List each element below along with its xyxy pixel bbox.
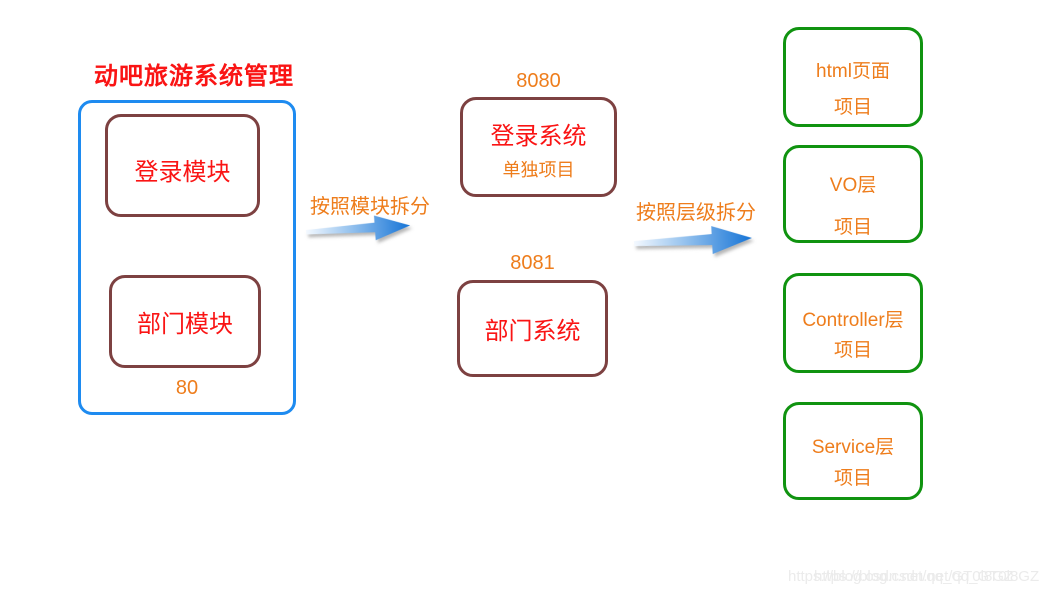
layer-box-html: html页面 项目 — [783, 27, 923, 127]
module-box-login: 登录模块 — [105, 114, 260, 217]
layer-vo-line1: VO层 — [829, 174, 877, 196]
right-arrow-icon — [305, 215, 411, 241]
layer-controller-line2: 项目 — [833, 339, 872, 361]
layer-box-service: Service层 项目 — [783, 402, 923, 500]
layer-service-line1: Service层 — [811, 437, 895, 458]
split-by-layer-label: 按照层级拆分 — [636, 202, 756, 224]
layer-html-line1: html页面 — [816, 60, 890, 82]
system-dept-name: 部门系统 — [484, 318, 581, 345]
module-login-label: 登录模块 — [134, 159, 231, 186]
system-box-login: 登录系统 单独项目 — [460, 97, 617, 197]
watermark-text: https://blog.csdn.net/qq_GT0l8GZ — [788, 568, 1014, 585]
layer-controller-line1: Controller层 — [802, 309, 904, 331]
port-label-8081: 8081 — [510, 252, 555, 274]
port-label-80: 80 — [175, 377, 199, 399]
monolith-container: 登录模块 部门模块 80 — [78, 100, 296, 415]
module-box-dept: 部门模块 — [109, 275, 261, 368]
system-box-dept: 部门系统 — [457, 280, 608, 377]
system-login-name: 登录系统 — [490, 123, 587, 150]
layer-box-vo: VO层 项目 — [783, 145, 923, 243]
split-by-module-label: 按照模块拆分 — [310, 196, 430, 218]
layer-html-line2: 项目 — [833, 96, 872, 118]
module-dept-label: 部门模块 — [137, 311, 233, 338]
port-label-8080: 8080 — [516, 70, 561, 92]
system-login-note: 单独项目 — [502, 160, 575, 180]
watermark-text: https://blog.csdn.net/qq_GT0l8GZ — [814, 568, 1040, 585]
right-arrow-icon — [633, 226, 752, 255]
layer-service-line2: 项目 — [833, 468, 872, 489]
layer-box-controller: Controller层 项目 — [783, 273, 923, 373]
layer-vo-line2: 项目 — [833, 216, 872, 238]
diagram-title: 动吧旅游系统管理 — [94, 63, 294, 90]
watermark: https://blog.csdn.net/qq_GT0l8GZ https:/… — [788, 568, 1046, 588]
